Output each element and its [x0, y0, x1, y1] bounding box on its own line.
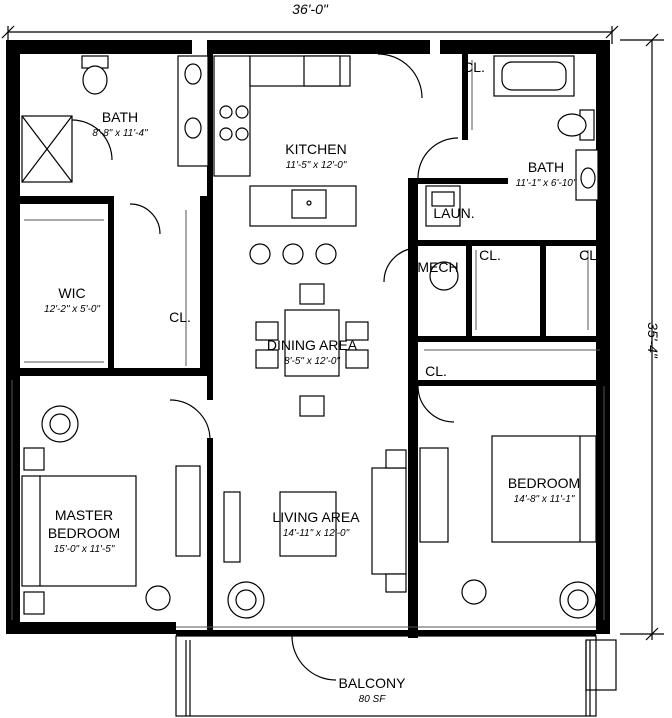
- vanity-2-icon: [575, 149, 599, 201]
- sofa-icon: [371, 449, 407, 593]
- dining-table-icon: [255, 283, 369, 417]
- armchair-bedroom-icon: [559, 581, 597, 619]
- exterior-walls: [6, 40, 610, 636]
- balcony-railing: [175, 635, 617, 717]
- wic-label: WIC: [58, 285, 85, 301]
- bath-master-label: BATH: [102, 109, 138, 125]
- kitchen-counter-icon: [213, 55, 351, 177]
- dining-size: 8'-5" x 12'-0": [284, 356, 340, 367]
- coffee-table-icon: [279, 491, 337, 557]
- water-heater-icon: [429, 261, 459, 291]
- desk-chair-master-icon: [145, 585, 171, 611]
- desk-chair-bedroom-icon: [461, 579, 487, 605]
- laundry-label: LAUN.: [433, 205, 474, 221]
- vanity-sinks-icon: [177, 55, 209, 167]
- bedroom-size: 14'-8" x 11'-1": [514, 494, 575, 505]
- closet-top-label: CL.: [463, 59, 485, 75]
- bed-icon: [491, 435, 597, 543]
- nightstand-icon: [23, 447, 45, 615]
- master-bed-icon: [21, 475, 137, 587]
- balcony-size: 80 SF: [359, 694, 387, 705]
- kitchen-size: 11'-5" x 12'-0": [286, 160, 347, 171]
- kitchen-island-icon: [249, 185, 357, 227]
- door-swings: [71, 53, 459, 681]
- toilet-2-icon: [557, 109, 595, 141]
- tv-console-icon: [223, 491, 241, 563]
- living-label: LIVING AREA: [272, 509, 360, 525]
- armchair-living-icon: [227, 581, 265, 619]
- bath-master-size: 8'-8" x 11'-4": [92, 128, 148, 139]
- balcony-label: BALCONY: [339, 675, 407, 691]
- living-size: 14'-11" x 12'-0": [283, 528, 350, 539]
- bath-2-label: BATH: [528, 159, 564, 175]
- bathtub-icon: [493, 55, 575, 97]
- master-bedroom-label-line1: MASTER: [55, 507, 113, 523]
- depth-dimension-line: [620, 33, 664, 641]
- windows: [11, 380, 605, 628]
- closet-shelves: [24, 60, 600, 366]
- wic-size: 12'-2" x 5'-0": [44, 304, 100, 315]
- bar-stools-icon: [249, 243, 337, 265]
- shower-icon: [21, 115, 73, 183]
- toilet-icon: [81, 55, 109, 95]
- master-bedroom-size: 15'-0" x 11'-5": [54, 544, 115, 555]
- closet-bed-label: CL.: [425, 363, 447, 379]
- dresser-bedroom-icon: [419, 447, 449, 543]
- width-dimension-label: 36'-0": [292, 1, 329, 17]
- interior-walls: [20, 40, 608, 638]
- washer-dryer-icon: [425, 185, 461, 227]
- bedroom-label: BEDROOM: [508, 475, 580, 491]
- width-dimension-line: [1, 25, 619, 44]
- kitchen-label: KITCHEN: [285, 141, 346, 157]
- dining-label: DINING AREA: [267, 337, 358, 353]
- master-bedroom-label-line2: BEDROOM: [48, 525, 120, 541]
- armchair-master-icon: [41, 405, 79, 443]
- closet-mech-2-label: CL.: [579, 247, 601, 263]
- closet-mech-1-label: CL.: [479, 247, 501, 263]
- bath-2-size: 11'-1" x 6'-10": [516, 178, 577, 189]
- dresser-master-icon: [175, 465, 201, 557]
- mech-label: MECH: [417, 259, 458, 275]
- depth-dimension-label: 35'-4": [645, 322, 661, 359]
- closet-hall-label: CL.: [169, 309, 191, 325]
